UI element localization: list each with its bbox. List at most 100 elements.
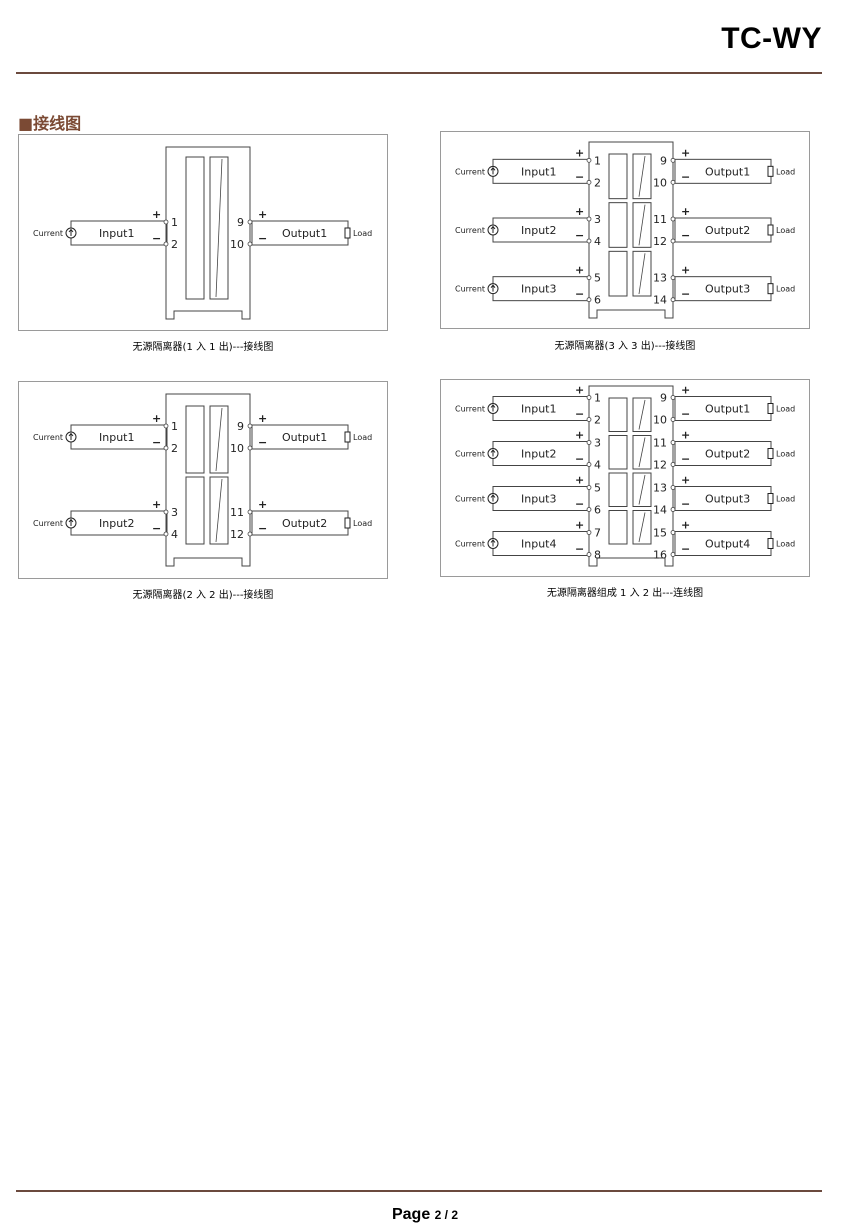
- polarity-plus: +: [681, 146, 690, 159]
- current-label: Current: [455, 405, 485, 414]
- polarity-plus: +: [575, 519, 584, 532]
- polarity-minus: −: [575, 543, 584, 556]
- terminal-dot: [670, 440, 676, 445]
- output-label: Output4: [705, 538, 750, 551]
- terminal-dot: [670, 552, 676, 557]
- module-slot: [632, 153, 652, 200]
- terminal-dot: [586, 297, 592, 303]
- output-label: Output3: [705, 493, 750, 506]
- polarity-plus: +: [681, 384, 690, 397]
- current-arrow-head: [68, 228, 74, 233]
- terminal-dot: [586, 485, 592, 490]
- load-resistor-icon: [767, 283, 774, 295]
- terminal-number: 10: [653, 176, 667, 189]
- terminal-number: 8: [594, 549, 601, 562]
- terminal-dot: [163, 509, 169, 515]
- input-label: Input2: [99, 517, 134, 530]
- terminal-number: 12: [653, 235, 667, 248]
- polarity-minus: −: [681, 229, 690, 242]
- polarity-minus: −: [258, 436, 267, 449]
- polarity-plus: +: [681, 474, 690, 487]
- terminal-dot: [586, 395, 592, 400]
- terminal-dot: [163, 241, 169, 247]
- terminal-dot: [586, 238, 592, 244]
- polarity-plus: +: [575, 429, 584, 442]
- terminal-number: 6: [594, 294, 601, 307]
- terminal-dot: [670, 216, 676, 222]
- module-slot-diagonal: [638, 253, 646, 295]
- current-arrow-head: [68, 432, 74, 437]
- load-label: Load: [776, 226, 795, 235]
- output-label: Output1: [282, 431, 327, 444]
- page-label: Page: [391, 1206, 431, 1223]
- load-resistor-icon: [767, 165, 774, 177]
- load-resistor-icon: [767, 538, 774, 549]
- terminal-number: 1: [171, 216, 178, 229]
- terminal-dot: [247, 531, 253, 537]
- output-label: Output2: [705, 448, 750, 461]
- polarity-minus: −: [575, 453, 584, 466]
- polarity-plus: +: [152, 412, 161, 425]
- input-label: Input1: [521, 403, 556, 416]
- terminal-dot: [163, 531, 169, 537]
- input-label: Input1: [521, 165, 556, 178]
- terminal-number: 3: [171, 506, 178, 519]
- terminal-number: 2: [594, 414, 601, 427]
- input-label: Input2: [521, 224, 556, 237]
- header-rule: [16, 72, 822, 74]
- terminal-dot: [670, 530, 676, 535]
- module-slot-diagonal: [638, 155, 646, 197]
- terminal-number: 12: [230, 528, 244, 541]
- terminal-number: 7: [594, 527, 601, 540]
- polarity-minus: −: [681, 408, 690, 421]
- load-label: Load: [776, 167, 795, 176]
- terminal-dot: [586, 507, 592, 512]
- polarity-minus: −: [152, 522, 161, 535]
- terminal-number: 14: [653, 504, 667, 517]
- polarity-minus: −: [258, 522, 267, 535]
- terminal-number: 4: [171, 528, 178, 541]
- diagram-caption: 无源隔离器(2 入 2 出)---接线图: [132, 590, 274, 601]
- terminal-number: 14: [653, 294, 667, 307]
- polarity-minus: −: [575, 288, 584, 301]
- isolator-module-outline: [588, 141, 674, 319]
- polarity-plus: +: [575, 146, 584, 159]
- polarity-plus: +: [152, 208, 161, 221]
- polarity-minus: −: [152, 232, 161, 245]
- terminal-dot: [670, 297, 676, 303]
- module-slot: [209, 405, 229, 474]
- load-label: Load: [776, 285, 795, 294]
- current-label: Current: [455, 226, 485, 235]
- polarity-minus: −: [681, 453, 690, 466]
- footer-rule: [16, 1190, 822, 1192]
- terminal-dot: [670, 157, 676, 163]
- terminal-number: 3: [594, 437, 601, 450]
- current-label: Current: [455, 495, 485, 504]
- module-slot-diagonal: [638, 399, 646, 430]
- terminal-number: 4: [594, 459, 601, 472]
- terminal-dot: [670, 238, 676, 244]
- terminal-number: 9: [660, 154, 667, 167]
- polarity-plus: +: [152, 498, 161, 511]
- current-label: Current: [33, 229, 63, 238]
- current-arrow-head: [490, 539, 496, 543]
- terminal-dot: [163, 423, 169, 429]
- polarity-minus: −: [681, 170, 690, 183]
- terminal-number: 2: [171, 238, 178, 251]
- input-label: Input1: [99, 431, 134, 444]
- isolator-module-outline: [588, 385, 674, 567]
- load-label: Load: [776, 405, 795, 414]
- output-label: Output1: [282, 227, 327, 240]
- isolator-module-outline: [165, 393, 251, 567]
- polarity-plus: +: [258, 208, 267, 221]
- load-label: Load: [776, 495, 795, 504]
- module-slot-diagonal: [638, 512, 646, 543]
- terminal-dot: [247, 445, 253, 451]
- terminal-dot: [670, 275, 676, 281]
- output-label: Output1: [705, 165, 750, 178]
- current-arrow-head: [68, 518, 74, 523]
- load-label: Load: [776, 540, 795, 549]
- module-slot-diagonal: [638, 474, 646, 505]
- load-label: Load: [353, 433, 372, 442]
